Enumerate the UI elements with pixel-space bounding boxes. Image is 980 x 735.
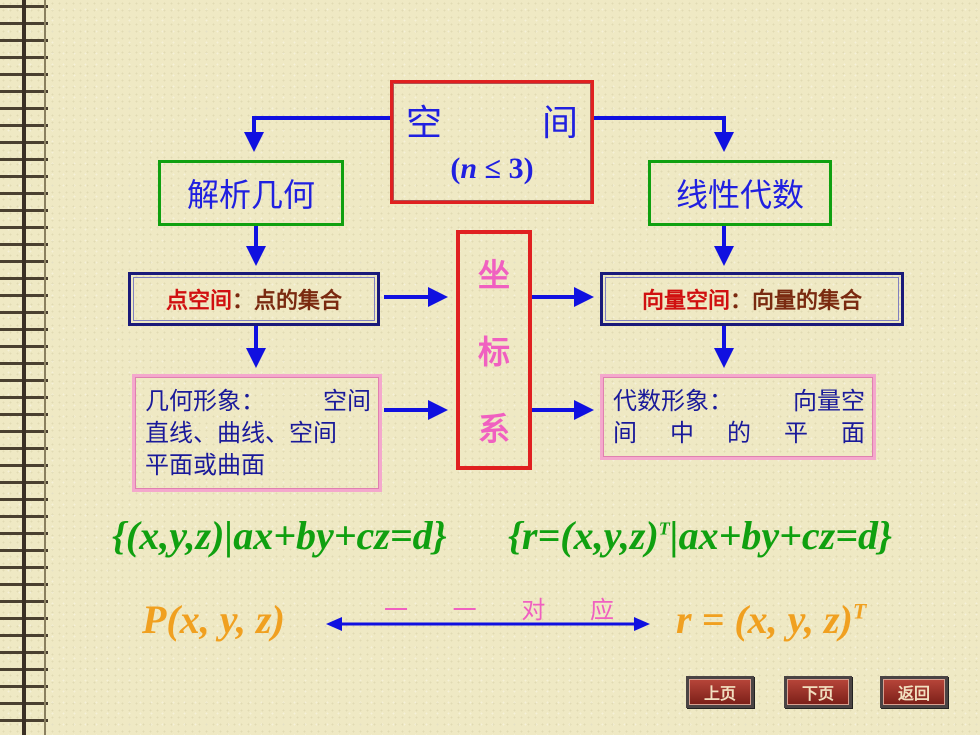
algebraic-image-box: 代数形象： 向量空 间 中 的 平 面 [600, 374, 876, 460]
arrow-space-to-analytic [244, 116, 390, 152]
prev-page-button[interactable]: 上页 [686, 676, 754, 708]
vector-eq-rest: |ax+by+cz=d} [669, 513, 892, 558]
vector-eq-main: {r=(x,y,z) [508, 513, 659, 558]
alg-line2-char: 中 [670, 419, 694, 447]
point-space-box: 点空间：点的集合 [128, 272, 380, 326]
point-label: P(x, y, z) [142, 597, 285, 642]
geo-line1-a: 几何形象： [145, 387, 265, 415]
point-space-sep: ： [231, 289, 254, 314]
alg-line2-char: 的 [727, 419, 751, 447]
space-condition: (n ≤ 3) [450, 152, 534, 185]
geo-line1-b: 空间 [323, 387, 371, 415]
vector-space-box: 向量空间：向量的集合 [600, 272, 904, 326]
vector-space-sep: ： [729, 289, 752, 314]
corr-char: 一 [452, 596, 477, 624]
space-title: 空 间 [406, 94, 578, 146]
space-title-right: 间 [541, 103, 578, 144]
space-box: 空 间 (n ≤ 3) [390, 80, 594, 204]
vector-label-transpose: T [852, 598, 867, 624]
alg-line1-b: 向量空 [793, 387, 865, 415]
vector-label-main: r = (x, y, z) [676, 597, 853, 642]
space-title-left: 空 [406, 103, 443, 144]
coordinate-system-box: 坐 标 系 [456, 230, 532, 470]
analytic-geometry-box: 解析几何 [158, 160, 344, 226]
alg-line2-char: 间 [613, 419, 637, 447]
geo-line2: 直线、曲线、空间 [145, 419, 337, 447]
point-space-label: 点空间 [165, 289, 232, 314]
corr-char: 对 [521, 596, 546, 624]
alg-line2-char: 平 [784, 419, 808, 447]
corr-char: 一 [384, 596, 408, 624]
point-space-desc: 点的集合 [254, 289, 343, 314]
vector-space-desc: 向量的集合 [752, 289, 863, 314]
arrow-space-to-linear [594, 116, 734, 152]
vector-space-label: 向量空间 [641, 289, 730, 314]
coord-char-3: 系 [477, 410, 510, 449]
alg-line2: 间 中 的 平 面 [613, 417, 865, 449]
geometric-image-box: 几何形象： 空间 直线、曲线、空间 平面或曲面 [132, 374, 382, 492]
alg-line1-a: 代数形象： [613, 387, 733, 415]
coord-char-1: 坐 [477, 255, 510, 294]
vector-label: r = (x, y, z)T [676, 596, 866, 643]
next-page-button[interactable]: 下页 [784, 676, 852, 708]
vector-set-equation: {r=(x,y,z)T|ax+by+cz=d} [508, 512, 892, 559]
linear-algebra-box: 线性代数 [648, 160, 832, 226]
alg-line2-char: 面 [841, 419, 865, 447]
corr-char: 应 [589, 596, 614, 624]
coord-char-2: 标 [477, 332, 510, 371]
condition-bound: ≤ 3 [477, 152, 524, 185]
condition-variable: n [460, 152, 478, 185]
one-to-one-correspondence: 一 一 对 应 [384, 590, 614, 625]
spiral-binding [0, 0, 48, 735]
point-set-equation: {(x,y,z)|ax+by+cz=d} [112, 513, 447, 558]
vector-eq-transpose: T [658, 518, 670, 539]
geo-line3: 平面或曲面 [145, 451, 265, 479]
back-button[interactable]: 返回 [880, 676, 948, 708]
